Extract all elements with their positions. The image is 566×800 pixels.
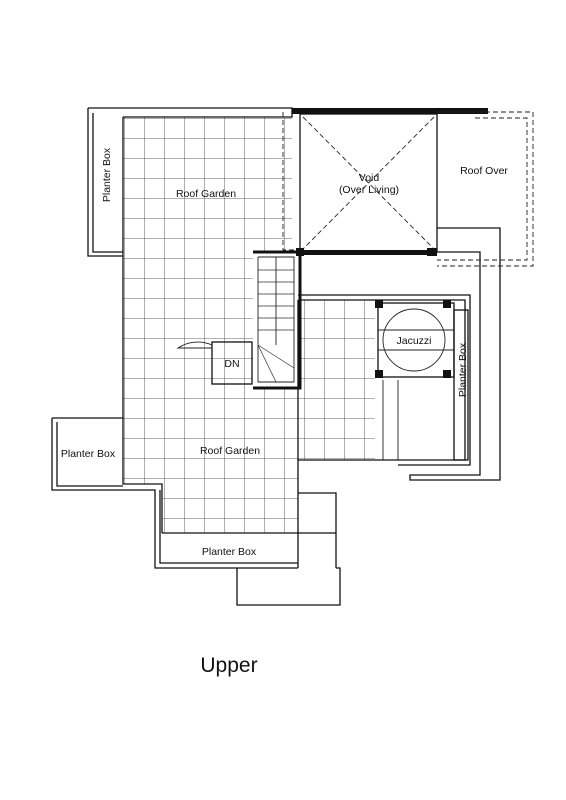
roof-garden-bottom-label: Roof Garden	[200, 445, 260, 457]
roof-garden-top-label: Roof Garden	[176, 188, 236, 200]
planter-box-left-mid-label: Planter Box	[61, 448, 116, 460]
planter-box-left-top-label: Planter Box	[101, 147, 113, 202]
roof-over-label: Roof Over	[460, 165, 508, 177]
roof-garden-tiled-floor	[123, 117, 375, 533]
jacuzzi-label: Jacuzzi	[396, 335, 431, 347]
void-over-living	[292, 108, 488, 256]
roof-over-outline	[282, 111, 534, 267]
planter-box-bottom-label: Planter Box	[202, 546, 257, 558]
planter-box-right-label: Planter Box	[457, 342, 469, 397]
jacuzzi	[375, 300, 455, 460]
void-label: Void	[359, 172, 380, 184]
plan-title: Upper	[200, 654, 257, 677]
planter-box-right	[453, 309, 469, 461]
staircase	[176, 250, 302, 390]
lower-right-steps	[236, 492, 341, 606]
void-sub-label: (Over Living)	[339, 184, 399, 196]
dn-label: DN	[224, 358, 239, 370]
